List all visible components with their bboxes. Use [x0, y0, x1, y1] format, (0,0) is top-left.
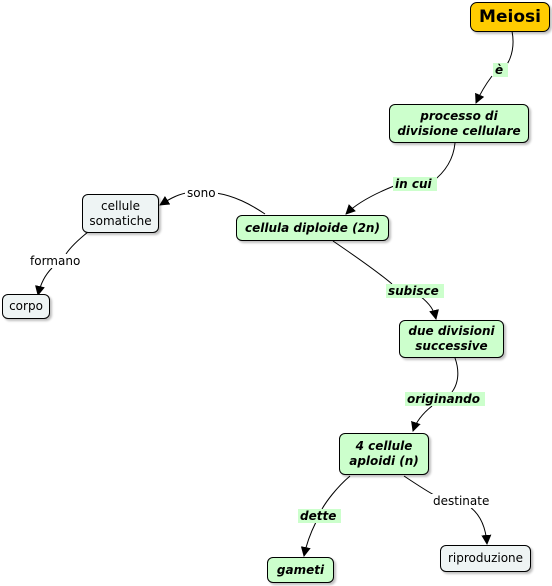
node-corpo[interactable]: corpo	[2, 294, 50, 319]
edge-subisce-divisioni	[419, 295, 439, 320]
edge-formano-corpo	[35, 267, 53, 296]
node-cellula-diploide-label: cellula diploide (2n)	[245, 220, 380, 235]
node-cellule-somatiche-label: cellule somatiche	[89, 198, 152, 228]
edge-diploide-sono	[215, 192, 266, 215]
edge-incui-diploide	[345, 185, 395, 215]
node-cellule-somatiche[interactable]: cellule somatiche	[82, 194, 159, 233]
edge-originando-4cellule	[411, 405, 433, 432]
node-processo-divisione[interactable]: processo di divisione cellulare	[389, 104, 529, 143]
link-label-in-cui: in cui	[393, 177, 437, 191]
link-label-originando: originando	[405, 392, 485, 406]
edge-4cellule-destinate	[403, 475, 437, 497]
node-corpo-label: corpo	[9, 299, 43, 313]
edge-e-processo	[475, 75, 493, 104]
node-4-cellule-aploidi-label: 4 cellule aploidi (n)	[349, 439, 419, 468]
edge-somatiche-formano	[65, 231, 89, 255]
node-4-cellule-aploidi[interactable]: 4 cellule aploidi (n)	[339, 433, 429, 475]
node-riproduzione[interactable]: riproduzione	[440, 545, 531, 572]
link-label-formano: formano	[28, 254, 83, 268]
node-gameti-label: gameti	[276, 562, 325, 577]
link-label-dette: dette	[298, 509, 342, 523]
edge-dette-gameti	[300, 521, 317, 557]
node-meiosi-label: Meiosi	[479, 6, 541, 27]
link-label-e: è	[493, 63, 509, 77]
edge-diploide-subisce	[332, 240, 393, 285]
node-due-divisioni[interactable]: due divisioni successive	[399, 320, 504, 358]
node-riproduzione-label: riproduzione	[447, 551, 524, 565]
node-cellula-diploide[interactable]: cellula diploide (2n)	[236, 215, 389, 241]
edge-destinate-riproduzione	[469, 506, 492, 545]
node-gameti[interactable]: gameti	[267, 557, 334, 583]
node-meiosi[interactable]: Meiosi	[470, 2, 550, 32]
link-label-sono: sono	[185, 186, 218, 200]
node-processo-divisione-label: processo di divisione cellulare	[397, 108, 521, 138]
link-label-destinate: destinate	[431, 494, 492, 508]
edge-divisioni-originando	[451, 357, 459, 393]
link-label-subisce: subisce	[386, 284, 444, 298]
edge-sono-somatiche	[159, 192, 187, 206]
node-due-divisioni-label: due divisioni successive	[408, 324, 495, 353]
edge-4cellule-dette	[321, 475, 351, 510]
